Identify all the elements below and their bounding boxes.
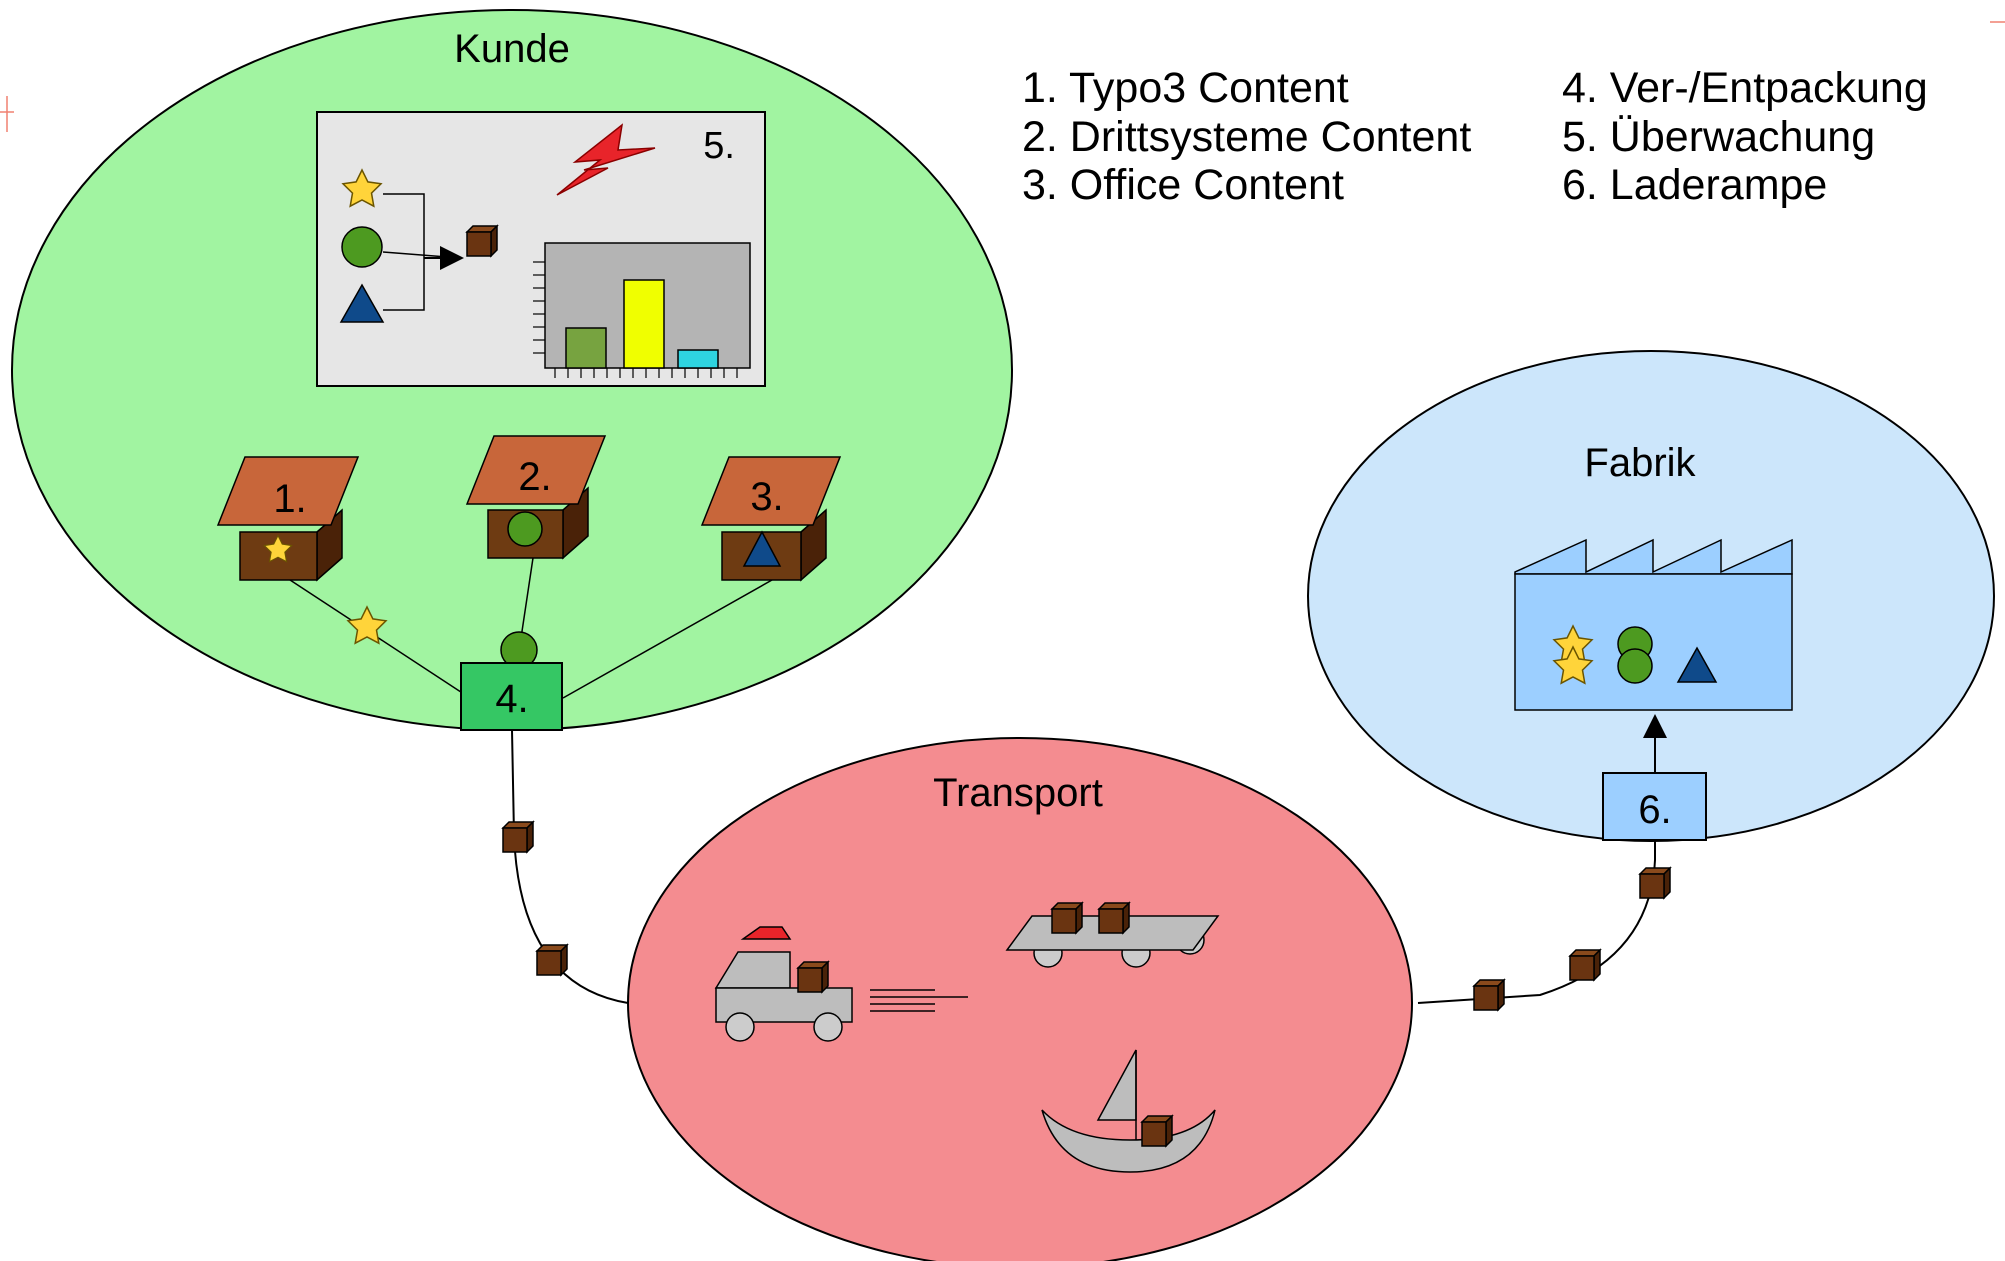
legend-item-2: 2. Drittsysteme Content bbox=[1022, 113, 1471, 161]
circle-icon bbox=[341, 226, 383, 268]
legend: 1. Typo3 Content 2. Drittsysteme Content… bbox=[1022, 64, 1928, 209]
alert-lightning-icon bbox=[556, 123, 656, 196]
triangle-icon bbox=[339, 283, 385, 323]
chart-y-ticks bbox=[533, 261, 545, 354]
fabrik-title: Fabrik bbox=[1584, 441, 1696, 485]
house-2-circle-icon bbox=[507, 511, 543, 547]
house-3-triangle-icon bbox=[742, 530, 782, 567]
ramp-box: 6. bbox=[1602, 772, 1707, 841]
house-3: 3. bbox=[700, 456, 842, 582]
house-2-label: 2. bbox=[518, 455, 551, 499]
chart-bar-1 bbox=[565, 327, 607, 369]
parcel-path-2 bbox=[536, 944, 568, 976]
kunde-title: Kunde bbox=[454, 27, 570, 71]
parcel-path-3 bbox=[1473, 979, 1505, 1011]
packer-box: 4. bbox=[460, 662, 563, 731]
flow-bracket bbox=[383, 193, 425, 311]
factory-circle-icon-2 bbox=[1617, 648, 1653, 684]
house-1: 1. bbox=[216, 456, 360, 582]
house-3-label: 3. bbox=[750, 475, 783, 519]
region-fabrik: Fabrik 6. bbox=[1307, 350, 1995, 842]
legend-item-3: 3. Office Content bbox=[1022, 161, 1344, 209]
legend-item-5: 5. Überwachung bbox=[1562, 113, 1875, 161]
parcel-path-1 bbox=[502, 821, 534, 853]
transport-ellipse bbox=[627, 737, 1413, 1261]
factory-icon bbox=[1514, 538, 1793, 711]
boat-icon bbox=[1041, 1049, 1216, 1173]
region-kunde: Kunde 5. bbox=[11, 9, 1013, 731]
factory-triangle-icon bbox=[1676, 646, 1718, 683]
packer-label: 4. bbox=[495, 677, 528, 721]
region-transport: Transport bbox=[627, 737, 1413, 1261]
parcel-path-4 bbox=[1569, 949, 1601, 981]
monitor-label: 5. bbox=[703, 125, 735, 167]
chart-x-ticks bbox=[554, 368, 738, 378]
path-kunde-transport bbox=[511, 729, 629, 1004]
legend-item-6: 6. Laderampe bbox=[1562, 161, 1827, 209]
ramp-label: 6. bbox=[1638, 788, 1671, 832]
monitor-panel: 5. bbox=[316, 111, 766, 387]
parcel-path-5 bbox=[1639, 867, 1671, 899]
parcel-icon bbox=[466, 225, 498, 257]
legend-item-4: 4. Ver-/Entpackung bbox=[1562, 64, 1928, 112]
chart-bar-2 bbox=[623, 279, 665, 369]
train-wagon-icon bbox=[1005, 902, 1220, 968]
house-1-label: 1. bbox=[273, 477, 306, 521]
chart-bar-3 bbox=[677, 349, 719, 369]
line-house3-packer bbox=[562, 579, 773, 699]
transport-title: Transport bbox=[933, 771, 1103, 815]
legend-item-1: 1. Typo3 Content bbox=[1022, 64, 1349, 112]
truck-icon bbox=[714, 926, 968, 1042]
path-transport-fabrik bbox=[1417, 840, 1656, 1004]
house-2: 2. bbox=[465, 435, 607, 560]
